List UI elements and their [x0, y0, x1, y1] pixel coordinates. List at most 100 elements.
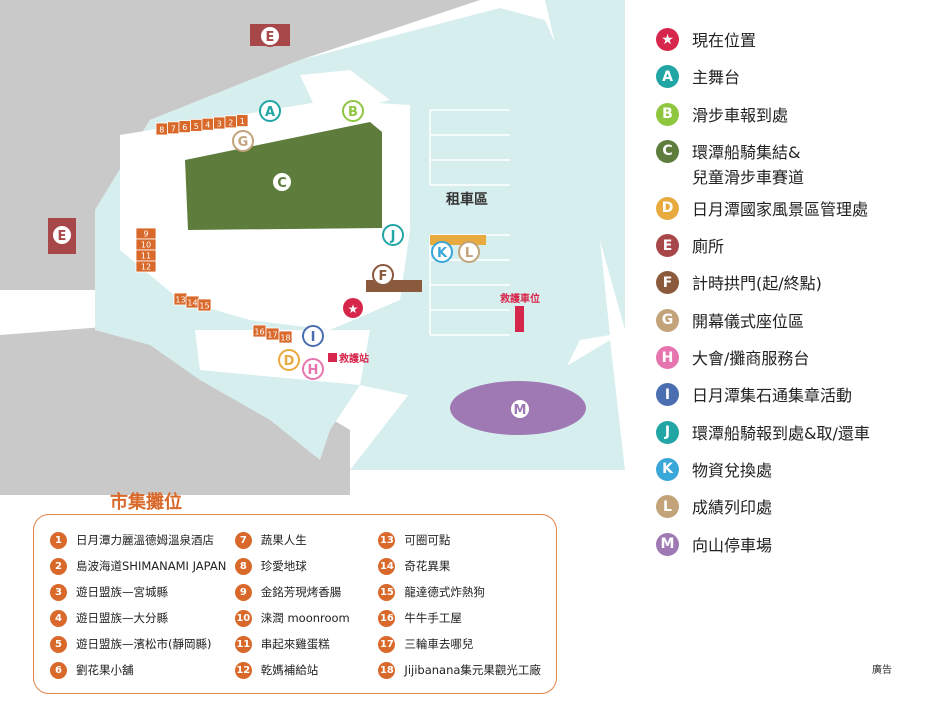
stall-name: 遊日盟族—大分縣: [76, 611, 168, 625]
stall-name: 蔬果人生: [260, 533, 307, 547]
marker-b: [342, 100, 364, 122]
legend-badge: M: [656, 532, 679, 556]
stall-name: 遊日盟族—濱松市(靜岡縣): [76, 637, 212, 651]
stall-block-label: 11: [141, 252, 151, 261]
marker-j-label: J: [390, 229, 396, 244]
stall-item: 10 涞潤 moonroom: [234, 605, 379, 631]
legend-label: 物資兌換處: [692, 460, 773, 480]
marker-m: [509, 398, 531, 420]
legend-badge: L: [656, 495, 679, 519]
stall-number: 14: [378, 557, 396, 575]
legend-badge: J: [656, 420, 679, 444]
stall-number: 15: [378, 583, 396, 601]
marker-f: [372, 264, 394, 286]
legend-badge: E: [656, 234, 679, 258]
stall-name: 串起來雞蛋糕: [260, 637, 330, 651]
marker-e-label: E: [266, 30, 275, 45]
stall-block-label: 3: [217, 120, 222, 129]
rental-area-label: 租車區: [446, 191, 488, 208]
stall-block-label: 10: [141, 241, 151, 250]
stall-number: 4: [50, 609, 67, 627]
stall-item: 2 島波海道SHIMANAMI JAPAN: [50, 553, 235, 579]
stall-number: 12: [234, 661, 252, 679]
marker-c-label: C: [277, 176, 287, 191]
stall-name: 日月潭力麗溫德姆溫泉酒店: [76, 533, 214, 547]
legend-label: 日月潭集石通集章活動: [692, 386, 853, 406]
stall-block-label: 12: [141, 263, 151, 272]
legend-label: 計時拱門(起/終點): [692, 274, 822, 294]
ambulance-label: 救護車位: [500, 292, 540, 305]
first-aid-icon: [328, 353, 337, 362]
marker-g-label: G: [238, 135, 249, 150]
gray-land-bottom: [0, 325, 350, 495]
stall-block-label: 17: [267, 331, 277, 340]
stall-block-label: 7: [171, 124, 176, 133]
legend-item: H 大會/攤商服務台: [656, 346, 921, 371]
stall-block: [135, 260, 157, 273]
marker-h-label: H: [308, 363, 319, 378]
ad-label: 廣告: [872, 665, 892, 676]
stall-block-label: 16: [254, 328, 264, 337]
legend-label: 廁所: [692, 237, 725, 257]
legend-item: B 滑步車報到處: [656, 102, 921, 128]
stall-name: 遊日盟族—宮城縣: [76, 585, 168, 599]
stall-number: 10: [234, 609, 252, 627]
legend-item: C 環潭船騎集結& 兒童滑步車賽道: [656, 139, 921, 190]
legend-badge: B: [656, 102, 679, 126]
stall-block: [278, 330, 293, 344]
legend-label: 環潭船騎集結& 兒童滑步車賽道: [692, 142, 805, 187]
marker-d: [278, 349, 300, 371]
legend-label: 大會/攤商服務台: [692, 349, 810, 369]
stall-name: 乾媽補給站: [260, 663, 319, 677]
first-aid-label: 救護站: [339, 352, 369, 365]
legend-label: 滑步車報到處: [692, 105, 789, 125]
stall-item: 15 龍達德式炸熱狗: [378, 579, 546, 605]
legend-badge: A: [656, 65, 679, 89]
stall-name: 島波海道SHIMANAMI JAPAN: [76, 559, 227, 573]
market-title: 市集攤位: [110, 492, 182, 513]
stall-number: 2: [50, 557, 67, 575]
stall-name: 三輪車去哪兒: [404, 637, 474, 651]
stall-block-label: 14: [187, 299, 197, 308]
legend-item: E 廁所: [656, 234, 921, 259]
legend-badge: I: [656, 383, 679, 407]
marker-i: [302, 325, 324, 347]
stall-block-label: 15: [199, 302, 209, 311]
legend-label: 主舞台: [692, 68, 741, 88]
marker-l-label: L: [465, 246, 473, 261]
stall-number: 1: [50, 531, 67, 549]
marker-d-label: D: [284, 354, 295, 369]
stall-block-label: 4: [205, 121, 210, 130]
current-position-star-icon: ★: [348, 302, 359, 316]
legend-badge: C: [656, 139, 679, 163]
stall-name: 涞潤 moonroom: [260, 611, 350, 625]
stall-name: 金銘芳現烤香腸: [260, 585, 342, 599]
gray-land-top: [0, 0, 480, 290]
legend-badge: D: [656, 196, 679, 220]
stall-item: 12 乾媽補給站: [234, 657, 379, 683]
legend-badge: H: [656, 346, 679, 370]
right-strip: [545, 0, 625, 330]
legend-badge: F: [656, 271, 679, 295]
marker-e-label: E: [58, 229, 67, 244]
stall-name: 龍達德式炸熱狗: [404, 585, 485, 599]
legend-label: 現在位置: [692, 31, 757, 50]
stall-block-label: 18: [280, 334, 290, 343]
stall-number: 11: [234, 635, 252, 653]
